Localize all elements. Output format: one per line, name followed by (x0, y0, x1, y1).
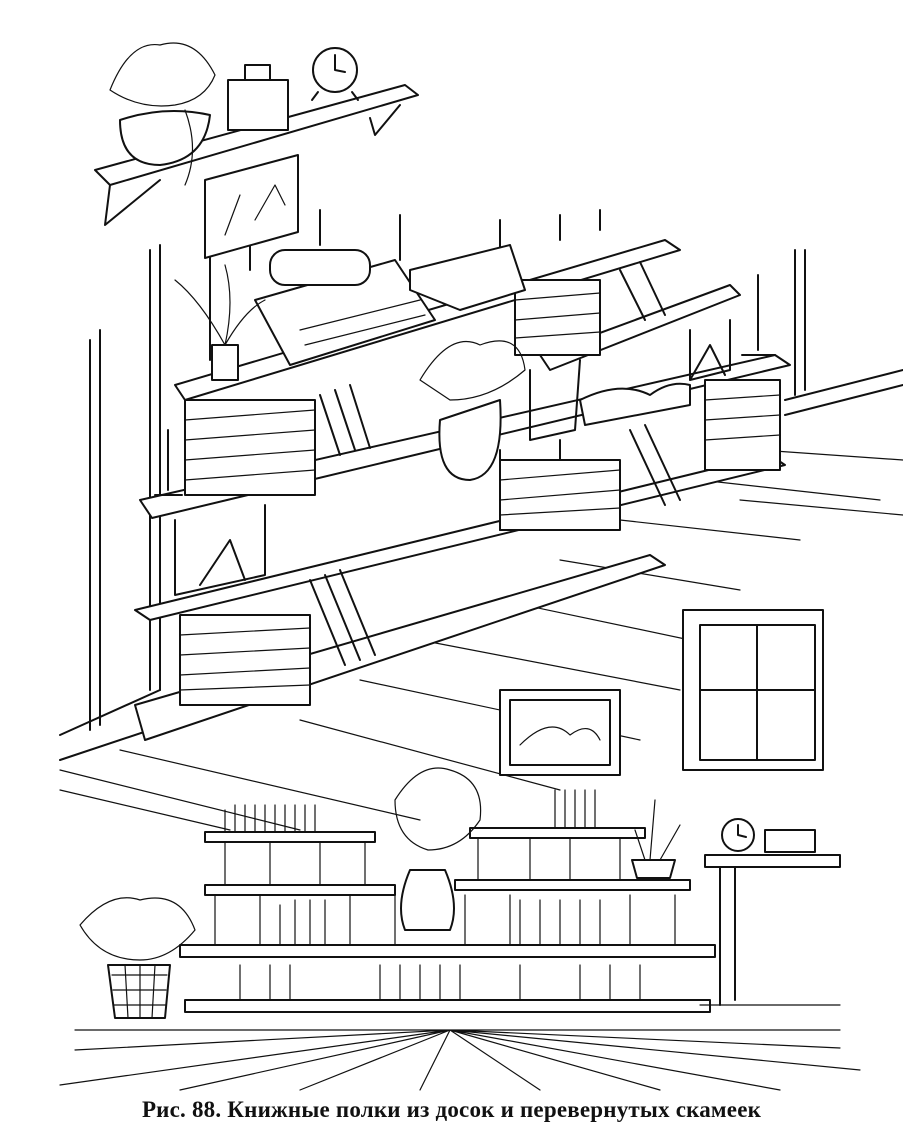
flower-pot (109, 42, 216, 186)
potted-plant-left (174, 264, 266, 381)
alarm-clock-icon (311, 47, 359, 101)
window (682, 609, 824, 771)
candlestick-left (154, 429, 183, 496)
book-stack (179, 614, 311, 706)
floor-boards-lower (59, 1004, 861, 1091)
small-flower-pot (631, 799, 681, 879)
box-on-shelf (227, 64, 289, 131)
low-bookshelves (179, 789, 716, 1013)
large-shelving-unit (134, 239, 791, 741)
paper-stack (409, 244, 526, 311)
leaf-picture-frame (204, 154, 299, 259)
open-book (579, 382, 691, 426)
horse-picture-frame (499, 689, 621, 776)
book-stack (704, 379, 781, 471)
floor-boards-upper (59, 449, 903, 831)
vase-plant (419, 340, 526, 481)
wall-shelf (94, 42, 419, 226)
candlestick-right (741, 274, 776, 356)
leaning-books (309, 261, 681, 666)
figure-caption: Рис. 88. Книжные полки из досок и переве… (141, 1097, 762, 1122)
vase-with-flowers (394, 767, 482, 931)
side-table (704, 818, 841, 1006)
flower-basket (79, 897, 196, 1019)
book-stack (499, 459, 621, 531)
book-stack (184, 399, 316, 496)
book-stack (514, 279, 601, 356)
typewriter (254, 249, 436, 366)
